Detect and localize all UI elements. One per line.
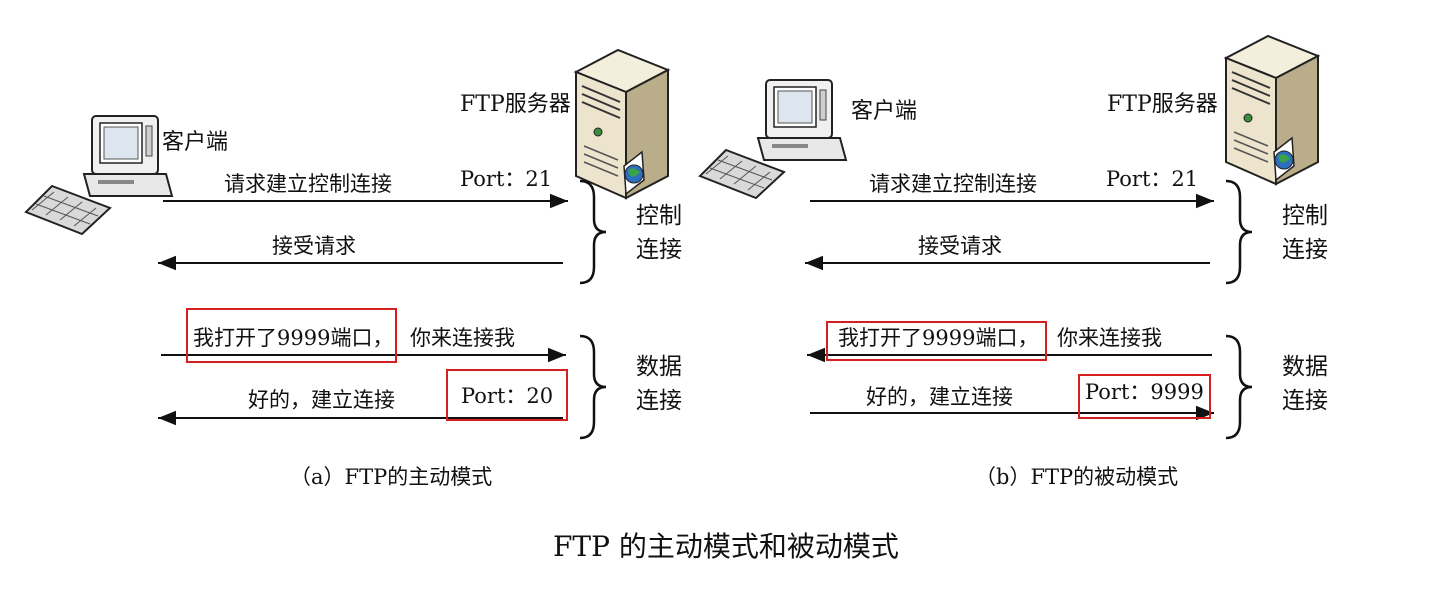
msg-request-a: 请求建立控制连接 [224, 172, 392, 196]
control-group-line2-a: 连接 [636, 237, 682, 263]
msg-request-b: 请求建立控制连接 [869, 172, 1037, 196]
msg-ok-b: 好的，建立连接 [866, 385, 1013, 409]
control-group-label-b: 控制 连接 [1282, 199, 1328, 267]
msg-open-port-boxed-b: 我打开了9999端口， [838, 326, 1039, 350]
client-computer-icon-a [25, 115, 173, 235]
port-control-b: Port：21 [1106, 167, 1199, 191]
server-label-b: FTP服务器 [1107, 92, 1218, 117]
data-group-line2-a: 连接 [636, 388, 682, 414]
port-control-a: Port：21 [460, 167, 553, 191]
highlight-box-port-a [446, 369, 568, 421]
figure-title: FTP 的主动模式和被动模式 [553, 530, 899, 563]
control-group-label-a: 控制 连接 [636, 199, 682, 267]
data-group-label-a: 数据 连接 [636, 350, 682, 418]
server-icon-a [575, 49, 669, 199]
client-label-a: 客户端 [162, 130, 229, 155]
msg-open-port-rest-b: 你来连接我 [1057, 326, 1162, 350]
client-computer-icon-b [699, 79, 847, 199]
highlight-box-port-b [1078, 374, 1211, 419]
highlight-box-open-port-a [186, 308, 397, 363]
server-icon-b [1225, 35, 1319, 185]
port-data-a: Port：20 [461, 384, 554, 408]
highlight-box-open-port-b [826, 321, 1047, 361]
port-data-b: Port：9999 [1085, 380, 1204, 404]
msg-ok-a: 好的，建立连接 [248, 388, 395, 412]
msg-accept-b: 接受请求 [918, 234, 1002, 258]
data-group-line2-b: 连接 [1282, 388, 1328, 414]
data-group-line1-a: 数据 [636, 354, 682, 380]
control-group-line2-b: 连接 [1282, 237, 1328, 263]
brace-data-b [1224, 334, 1254, 440]
caption-a: （a）FTP的主动模式 [290, 465, 493, 489]
msg-accept-a: 接受请求 [272, 234, 356, 258]
server-label-a: FTP服务器 [460, 92, 571, 117]
brace-control-b [1224, 179, 1254, 285]
control-group-line1-a: 控制 [636, 203, 682, 229]
data-group-line1-b: 数据 [1282, 354, 1328, 380]
control-group-line1-b: 控制 [1282, 203, 1328, 229]
data-group-label-b: 数据 连接 [1282, 350, 1328, 418]
brace-control-a [578, 179, 608, 285]
client-label-b: 客户端 [851, 99, 918, 124]
msg-open-port-rest-a: 你来连接我 [410, 326, 515, 350]
caption-b: （b）FTP的被动模式 [975, 465, 1179, 489]
brace-data-a [578, 334, 608, 440]
msg-open-port-boxed-a: 我打开了9999端口， [193, 326, 394, 350]
